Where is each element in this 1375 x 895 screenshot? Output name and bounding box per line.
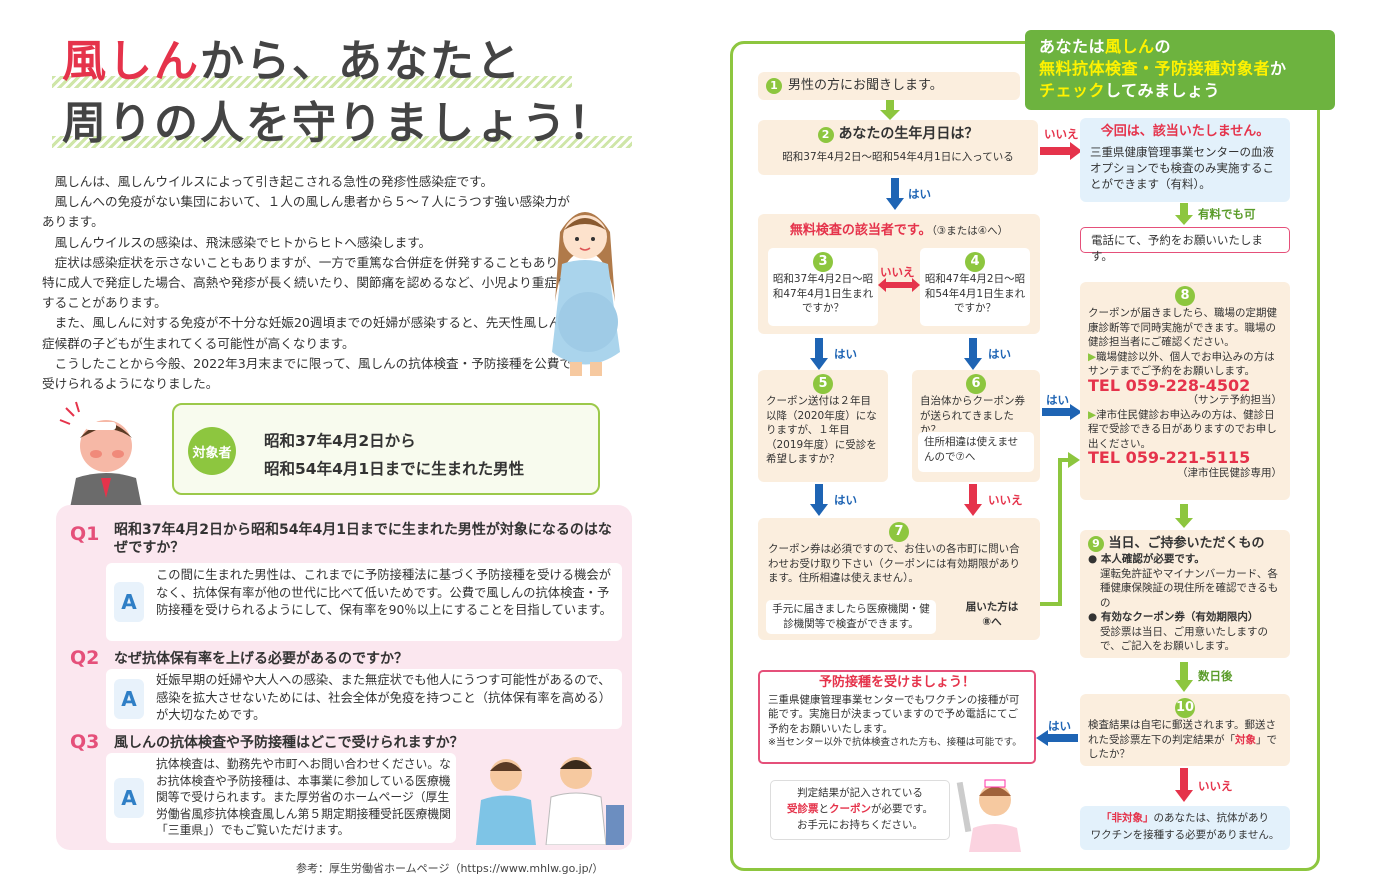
arrow-down-icon [1175, 203, 1193, 225]
target-box: 対象者 昭和37年4月2日から 昭和54年4月1日までに生まれた男性 [172, 403, 600, 495]
q2-text: なぜ抗体保有率を上げる必要があるのですか？ [114, 651, 408, 667]
yes-label: はい [908, 187, 931, 201]
phone-sante[interactable]: TEL 059-228-4502 [1088, 375, 1251, 395]
paid-label: 有料でも可 [1198, 207, 1256, 221]
a1-box: A この間に生まれた男性は、これまでに予防接種法に基づく予防接種を受ける機会がな… [106, 563, 622, 641]
sick-man-illustration [59, 401, 142, 508]
step9-box: 9 当日、ご持参いただくもの ● 本人確認が必要です。 運転免許証やマイナンバー… [1080, 530, 1290, 658]
phone-tsu[interactable]: TEL 059-221-5115 [1088, 448, 1251, 467]
step10-box: 10 検査結果は自宅に郵送されます。郵送された受診票左下の判定結果が「対象」でし… [1080, 694, 1290, 766]
q1-label: Q1 [70, 523, 100, 545]
arrow-down-icon [886, 178, 904, 210]
a2-label: A [114, 679, 144, 719]
arrow-down-icon [964, 338, 982, 370]
phone-box: 電話にて、予約をお願いいたします。 [1080, 227, 1290, 263]
arrow-left-icon [1036, 730, 1078, 746]
bring-items-box: 判定結果が記入されている 受診票とクーポンが必要です。 お手元にお持ちください。 [770, 780, 950, 840]
non-target-box: 「非対象」のあなたは、抗体がありワクチンを接種する必要がありません。 [1080, 806, 1290, 850]
nurse-illustration [956, 779, 1021, 852]
a1-label: A [114, 582, 144, 622]
a3-text: 抗体検査は、勤務先や市町へお問い合わせください。なお抗体検査や予防接種は、本事業… [156, 757, 451, 837]
arrow-down-icon [1175, 662, 1193, 692]
doctor-patient-illustration [476, 757, 624, 845]
a2-text: 妊娠早期の妊婦や大人への感染、また無症状でも他人にうつす可能性があるので、感染を… [156, 673, 611, 722]
target-line2: 昭和54年4月1日までに生まれた男性 [264, 460, 525, 478]
arrow-down-icon [964, 484, 982, 516]
intro-text: 風しんは、風しんウイルスによって引き起こされる急性の発疹性感染症です。風しんへの… [42, 174, 572, 392]
reference-text: 参考：厚生労働省ホームページ（https://www.mhlw.go.jp/） [296, 862, 604, 875]
arrow-down-icon [810, 338, 828, 370]
q2-label: Q2 [70, 647, 100, 669]
target-tag: 対象者 [188, 427, 236, 475]
q3-label: Q3 [70, 731, 100, 753]
q3-text: 風しんの抗体検査や予防接種はどこで受けられますか？ [114, 735, 464, 751]
page-title-line2: 周りの人を守りましょう！ [62, 98, 614, 149]
a2-box: A 妊娠早期の妊婦や大人への感染、また無症状でも他人にうつす可能性があるので、感… [106, 669, 622, 729]
vaccination-box: 予防接種を受けましょう！ 三重県健康管理事業センターでもワクチンの接種が可能です… [758, 670, 1036, 764]
a3-label: A [114, 778, 144, 818]
pregnant-woman-illustration [552, 212, 620, 376]
title-underline-2 [52, 136, 632, 148]
not-eligible-box: 今回は、該当いたしません。 三重県健康管理事業センターの血液オプションでも検査の… [1080, 118, 1290, 202]
step2-box: 2 あなたの生年月日は？ 昭和37年4月2日～昭和54年4月1日に入っている [758, 120, 1038, 175]
arrow-down-icon [1175, 504, 1193, 528]
arrow-right-icon [1040, 142, 1082, 160]
check-heading: あなたは風しんの 無料抗体検査・予防接種対象者か チェックしてみましょう [1025, 30, 1335, 110]
no-label: いいえ [1044, 127, 1079, 141]
arrow-right-icon [1042, 404, 1082, 420]
page-title-line1: 風しんから、あなたと [62, 36, 522, 87]
arrow-down-icon [1175, 768, 1193, 802]
arrow-both-icon [878, 278, 920, 292]
qa-section: Q1 昭和37年4月2日から昭和54年4月1日までに生まれた男性が対象になるのは… [56, 505, 632, 850]
title-underline-1 [52, 76, 572, 88]
arrow-down-icon [880, 100, 900, 120]
step8-box: 8 クーポンが届きましたら、職場の定期健康診断等で同時実施ができます。職場の健診… [1080, 282, 1290, 500]
a3-box: A 抗体検査は、勤務先や市町へお問い合わせください。なお抗体検査や予防接種は、本… [106, 753, 456, 843]
target-line1: 昭和37年4月2日から [264, 432, 416, 450]
q1-text: 昭和37年4月2日から昭和54年4月1日までに生まれた男性が対象になるのはなぜで… [114, 522, 612, 556]
arrow-down-icon [810, 484, 828, 516]
a1-text: この間に生まれた男性は、これまでに予防接種法に基づく予防接種を受ける機会がなく、… [156, 568, 612, 617]
connector-arrow-icon [1040, 452, 1080, 606]
